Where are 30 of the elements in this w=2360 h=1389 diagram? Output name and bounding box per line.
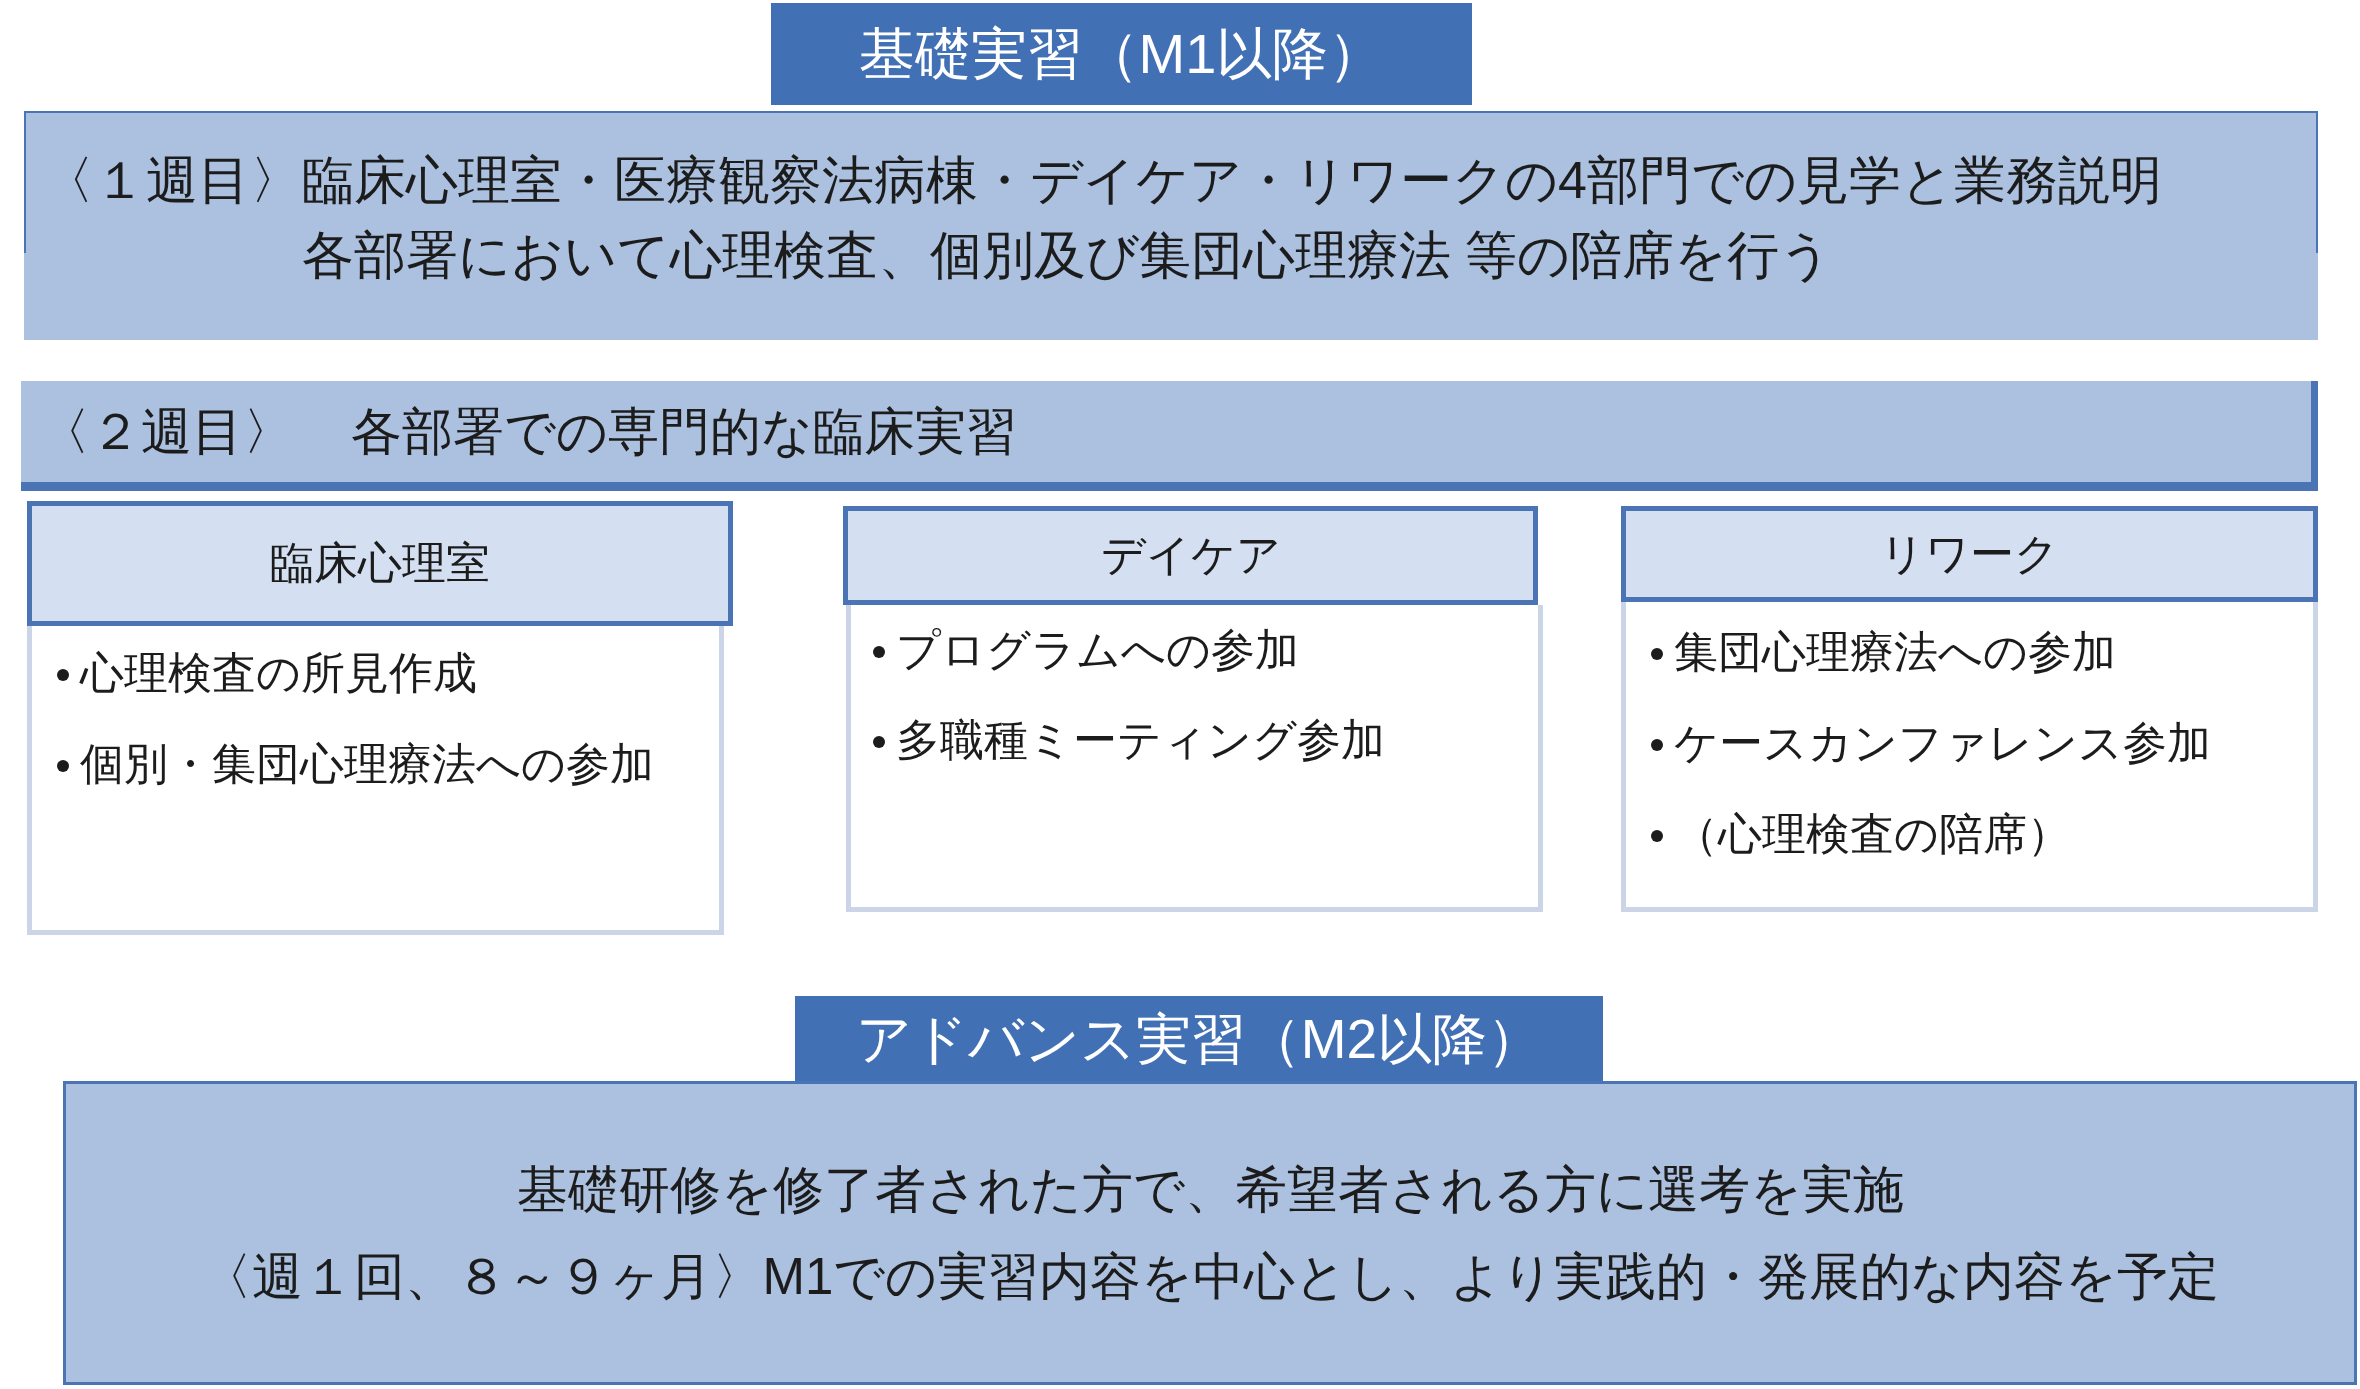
- list-item: ケースカンファレンス参加: [1674, 716, 2211, 769]
- description-text: 臨床心理室・医療観察法病棟・デイケア・リワークの4部門での見学と業務説明: [302, 150, 2162, 211]
- banner-title: アドバンス実習（M2以降）: [855, 1006, 1543, 1072]
- list-item: 個別・集団心理療法への参加: [80, 737, 654, 790]
- summary-text: 〈週１回、８～９ヶ月〉M1での実習内容を中心とし、より実践的・発展的な内容を予定: [200, 1247, 2220, 1307]
- week-label: 〈２週目〉: [39, 401, 294, 462]
- department-panel: [846, 605, 1543, 912]
- department-name: リワーク: [1880, 527, 2059, 580]
- list-item: 心理検査の所見作成: [80, 647, 477, 699]
- department-header: [843, 506, 1538, 605]
- week-banner: [21, 381, 2318, 491]
- week-label: 〈１週目〉: [42, 150, 302, 211]
- list-item: 集団心理療法への参加: [1674, 626, 2116, 678]
- title-banner: [795, 996, 1603, 1081]
- list-item: プログラムへの参加: [896, 624, 1299, 676]
- department-header: [1621, 506, 2318, 602]
- summary-panel: [63, 1081, 2357, 1385]
- banner-title: 基礎実習（M1以降）: [858, 21, 1385, 88]
- section-heading: 各部署での専門的な臨床実習: [351, 401, 1017, 462]
- department-header: [27, 501, 733, 626]
- list-item: 多職種ミーティング参加: [896, 713, 1385, 766]
- list-item: （心理検査の陪席）: [1674, 807, 2071, 860]
- week-panel: [24, 111, 2318, 340]
- department-panel: [1621, 602, 2318, 912]
- description-text: 各部署において心理検査、個別及び集団心理療法 等の陪席を行う: [302, 225, 1833, 287]
- department-panel: [27, 626, 724, 935]
- summary-text: 基礎研修を修了者された方で、希望者される方に選考を実施: [516, 1159, 1904, 1220]
- department-name: デイケア: [1100, 529, 1281, 582]
- title-banner: [771, 3, 1472, 105]
- department-name: 臨床心理室: [270, 537, 490, 590]
